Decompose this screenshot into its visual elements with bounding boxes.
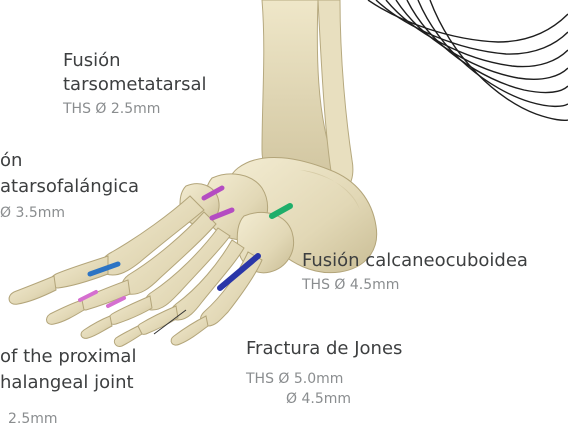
tmt-title-line2: tarsometatarsal [63,74,206,96]
pip-title-line1: of the proximal [0,346,136,368]
pip-spec: 2.5mm [8,410,58,428]
tmt-title-line1: Fusión [63,50,121,72]
jones-spec-2: Ø 4.5mm [286,390,351,408]
jones-spec-1: THS Ø 5.0mm [246,370,343,388]
tmt-spec: THS Ø 2.5mm [63,100,160,118]
mtp-title-line1: ón [0,150,22,172]
mtp-spec: Ø 3.5mm [0,204,65,222]
jones-title: Fractura de Jones [246,338,402,360]
decorative-arcs [368,0,568,120]
pip-title-line2: halangeal joint [0,372,134,394]
mtp-title-line2: atarsofalángica [0,176,139,198]
cc-spec: THS Ø 4.5mm [302,276,399,294]
cc-title: Fusión calcaneocuboidea [302,250,528,272]
